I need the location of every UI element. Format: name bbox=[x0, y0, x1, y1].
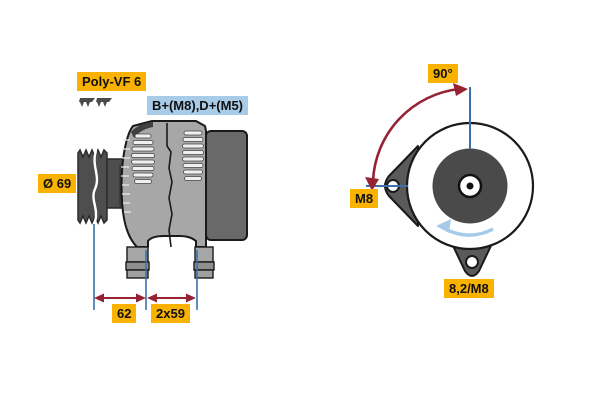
thread-m8-label: M8 bbox=[350, 189, 379, 208]
shaft-center-dot bbox=[466, 182, 474, 190]
mounting-foot-front bbox=[125, 246, 150, 279]
alternator-side-view bbox=[77, 98, 248, 310]
dimension-arrow-62 bbox=[94, 293, 146, 303]
mounting-hole-bottom bbox=[465, 255, 479, 269]
pulley-diameter-label: Ø 69 bbox=[38, 174, 77, 193]
belt-type-label: Poly-VF 6 bbox=[77, 72, 147, 91]
edge-fins bbox=[121, 139, 131, 213]
angle-dimension-arc-icon bbox=[365, 83, 468, 191]
rotation-direction-arrow-icon bbox=[436, 219, 494, 237]
angle-90-label: 90° bbox=[428, 64, 458, 83]
housing-split-line bbox=[166, 123, 173, 248]
belt-profile-icon bbox=[79, 98, 112, 107]
mounting-foot-rear bbox=[193, 246, 215, 279]
extension-lines bbox=[93, 224, 198, 310]
pulley-disc bbox=[77, 148, 108, 225]
alternator-front-view bbox=[365, 83, 535, 277]
rear-cover bbox=[205, 130, 248, 241]
dimension-arrow-2x59 bbox=[147, 293, 196, 303]
hole-82-m8-label: 8,2/M8 bbox=[444, 279, 494, 298]
dimension-2x59-label: 2x59 bbox=[151, 304, 190, 323]
cooling-fins-front bbox=[131, 133, 155, 184]
pulley-break-line bbox=[92, 150, 99, 223]
terminals-label: B+(M8),D+(M5) bbox=[147, 96, 249, 115]
cooling-fins-rear bbox=[182, 130, 204, 181]
pulley-side bbox=[77, 148, 128, 225]
dimension-62-label: 62 bbox=[112, 304, 137, 323]
